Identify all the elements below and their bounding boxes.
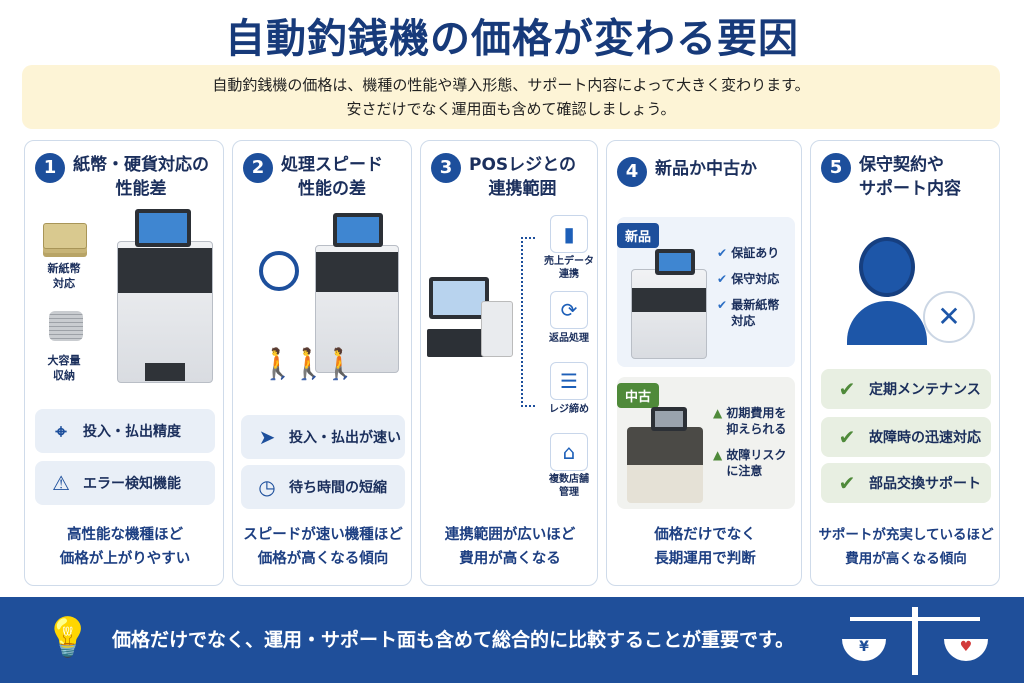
touchscreen <box>655 249 695 275</box>
support-agent-icon <box>847 237 927 347</box>
card-title: POSレジとの <box>469 155 576 175</box>
label-capacity: 大容量 収納 <box>47 354 81 382</box>
card-title: 保守契約や <box>859 155 944 175</box>
bottom-banner: 💡 価格だけでなく、運用・サポート面も含めて総合的に比較することが重要です。 ¥… <box>0 597 1024 683</box>
intro-line: 自動釣銭機の価格は、機種の性能や導入形態、サポート内容によって大きく変わります。 <box>212 76 810 94</box>
lightbulb-icon: 💡 <box>44 615 92 659</box>
support-maintenance: ✔定期メンテナンス <box>821 369 991 409</box>
coins-icon <box>49 311 83 341</box>
check-circle-icon: ✔ <box>838 425 856 449</box>
refresh-icon: ⟳ <box>550 291 588 329</box>
card-summary: 価格だけでなく <box>654 527 756 543</box>
feature-accuracy: ⌖ 投入・払出精度 <box>35 409 215 453</box>
card-summary: 費用が高くなる傾向 <box>845 551 967 567</box>
new-machine-image <box>631 269 707 359</box>
feature-sales-data: 売上データ 連携 <box>544 256 594 280</box>
card-performance: 1 紙幣・硬貨対応の性能差 新紙幣 対応 大容量 収納 ⌖ 投入・払出精度 ⚠ エラー… <box>24 140 224 586</box>
triangle-icon: ▲ <box>713 406 727 420</box>
check-icon: ✔ <box>717 272 732 286</box>
connector-line <box>521 237 535 407</box>
conclusion-text: 価格だけでなく、運用・サポート面も含めて総合的に比較することが重要です。 <box>112 629 795 651</box>
change-machine-image <box>315 245 399 373</box>
speed-icon: ➤ <box>258 425 276 449</box>
clipboard-icon: ☰ <box>550 362 588 400</box>
step-number: 4 <box>617 157 647 187</box>
step-number: 3 <box>431 153 461 183</box>
page-title: 自動釣銭機の価格が変わる要因 <box>225 16 799 62</box>
card-speed: 2 処理スピード性能の差 🚶🚶🚶 ➤ 投入・払出が速い ◷ 待ち時間の短縮 スピードが… <box>232 140 412 586</box>
people-queue-icon: 🚶🚶🚶 <box>259 347 359 382</box>
new-point: ✔ 保守対応 <box>717 272 780 286</box>
label-new-notes: 新紙幣 対応 <box>47 262 81 290</box>
pos-register-image <box>429 277 489 319</box>
warning-icon: ⚠ <box>52 471 70 495</box>
check-circle-icon: ✔ <box>838 377 856 401</box>
used-point: ▲ 故障リスク に注意 <box>713 448 787 478</box>
card-title: 新品か中古か <box>655 159 757 179</box>
touchscreen <box>333 213 383 247</box>
balance-scale-icon: ¥ ♥ <box>840 603 990 679</box>
touchscreen <box>135 209 191 247</box>
card-title: 性能差 <box>115 179 167 199</box>
used-point: ▲ 初期費用を 抑えられる <box>713 406 787 436</box>
new-point: ✔ 保証あり <box>717 246 780 260</box>
card-summary: 費用が高くなる <box>459 551 561 567</box>
card-title: サポート内容 <box>859 179 961 199</box>
used-tag: 中古 <box>617 383 660 408</box>
feature-wait-time: ◷ 待ち時間の短縮 <box>241 465 405 509</box>
new-tag: 新品 <box>617 223 660 248</box>
intro-box: 自動釣銭機の価格は、機種の性能や導入形態、サポート内容によって大きく変わります。… <box>22 65 1000 129</box>
feature-fast: ➤ 投入・払出が速い <box>241 415 405 459</box>
used-panel: 中古 ▲ 初期費用を 抑えられる ▲ 故障リスク に注意 <box>617 377 795 509</box>
feature-error-detect: ⚠ エラー検知機能 <box>35 461 215 505</box>
used-machine-image <box>627 427 703 503</box>
check-icon: ✔ <box>717 246 732 260</box>
receipt-printer <box>481 301 513 357</box>
new-panel: 新品 ✔ 保証あり ✔ 保守対応 ✔ 最新紙幣 対応 <box>617 217 795 367</box>
feature-label: 待ち時間の短縮 <box>289 480 387 496</box>
card-summary: 連携範囲が広いほど <box>444 527 576 543</box>
card-summary: 価格が上がりやすい <box>59 551 191 567</box>
tools-icon: ✕ <box>923 291 975 343</box>
stopwatch-icon <box>259 251 299 291</box>
clock-icon: ◷ <box>258 475 276 499</box>
check-icon: ✔ <box>717 298 732 312</box>
support-parts: ✔部品交換サポート <box>821 463 991 503</box>
target-icon: ⌖ <box>55 419 67 443</box>
feature-returns: 返品処理 <box>549 333 589 344</box>
card-summary: 長期運用で判断 <box>654 551 756 567</box>
feature-label: エラー検知機能 <box>83 476 181 492</box>
card-summary: サポートが充実しているほど <box>818 527 994 543</box>
step-number: 5 <box>821 153 851 183</box>
card-support: 5 保守契約やサポート内容 ✕ ✔定期メンテナンス ✔故障時の迅速対応 ✔部品交換… <box>810 140 1000 586</box>
triangle-icon: ▲ <box>713 448 727 462</box>
step-number: 1 <box>35 153 65 183</box>
feature-label: 投入・払出が速い <box>289 430 401 446</box>
check-circle-icon: ✔ <box>838 471 856 495</box>
card-summary: 高性能な機種ほど <box>67 527 183 543</box>
sales-chart-icon: ▮ <box>550 215 588 253</box>
banknote-icon <box>43 223 87 249</box>
card-title: 紙幣・硬貨対応の <box>73 155 209 175</box>
feature-multistore: 複数店舗 管理 <box>549 474 589 498</box>
touchscreen <box>651 407 687 431</box>
feature-label: 投入・払出精度 <box>83 424 181 440</box>
card-title: 処理スピード <box>281 155 383 175</box>
card-new-or-used: 4 新品か中古か 新品 ✔ 保証あり ✔ 保守対応 ✔ 最新紙幣 対応 中古 ▲ … <box>606 140 802 586</box>
new-point: ✔ 最新紙幣 対応 <box>717 298 780 328</box>
store-icon: ⌂ <box>550 433 588 471</box>
pos-drawer <box>427 329 491 357</box>
card-title: 連携範囲 <box>488 179 557 199</box>
card-title: 性能の差 <box>298 179 366 199</box>
card-summary: 価格が高くなる傾向 <box>257 551 389 567</box>
step-number: 2 <box>243 153 273 183</box>
intro-line: 安さだけでなく運用面も含めて確認しましょう。 <box>346 100 676 118</box>
feature-closing: レジ締め <box>549 404 589 415</box>
change-machine-image <box>117 241 213 383</box>
card-summary: スピードが速い機種ほど <box>243 527 403 543</box>
support-quick-response: ✔故障時の迅速対応 <box>821 417 991 457</box>
